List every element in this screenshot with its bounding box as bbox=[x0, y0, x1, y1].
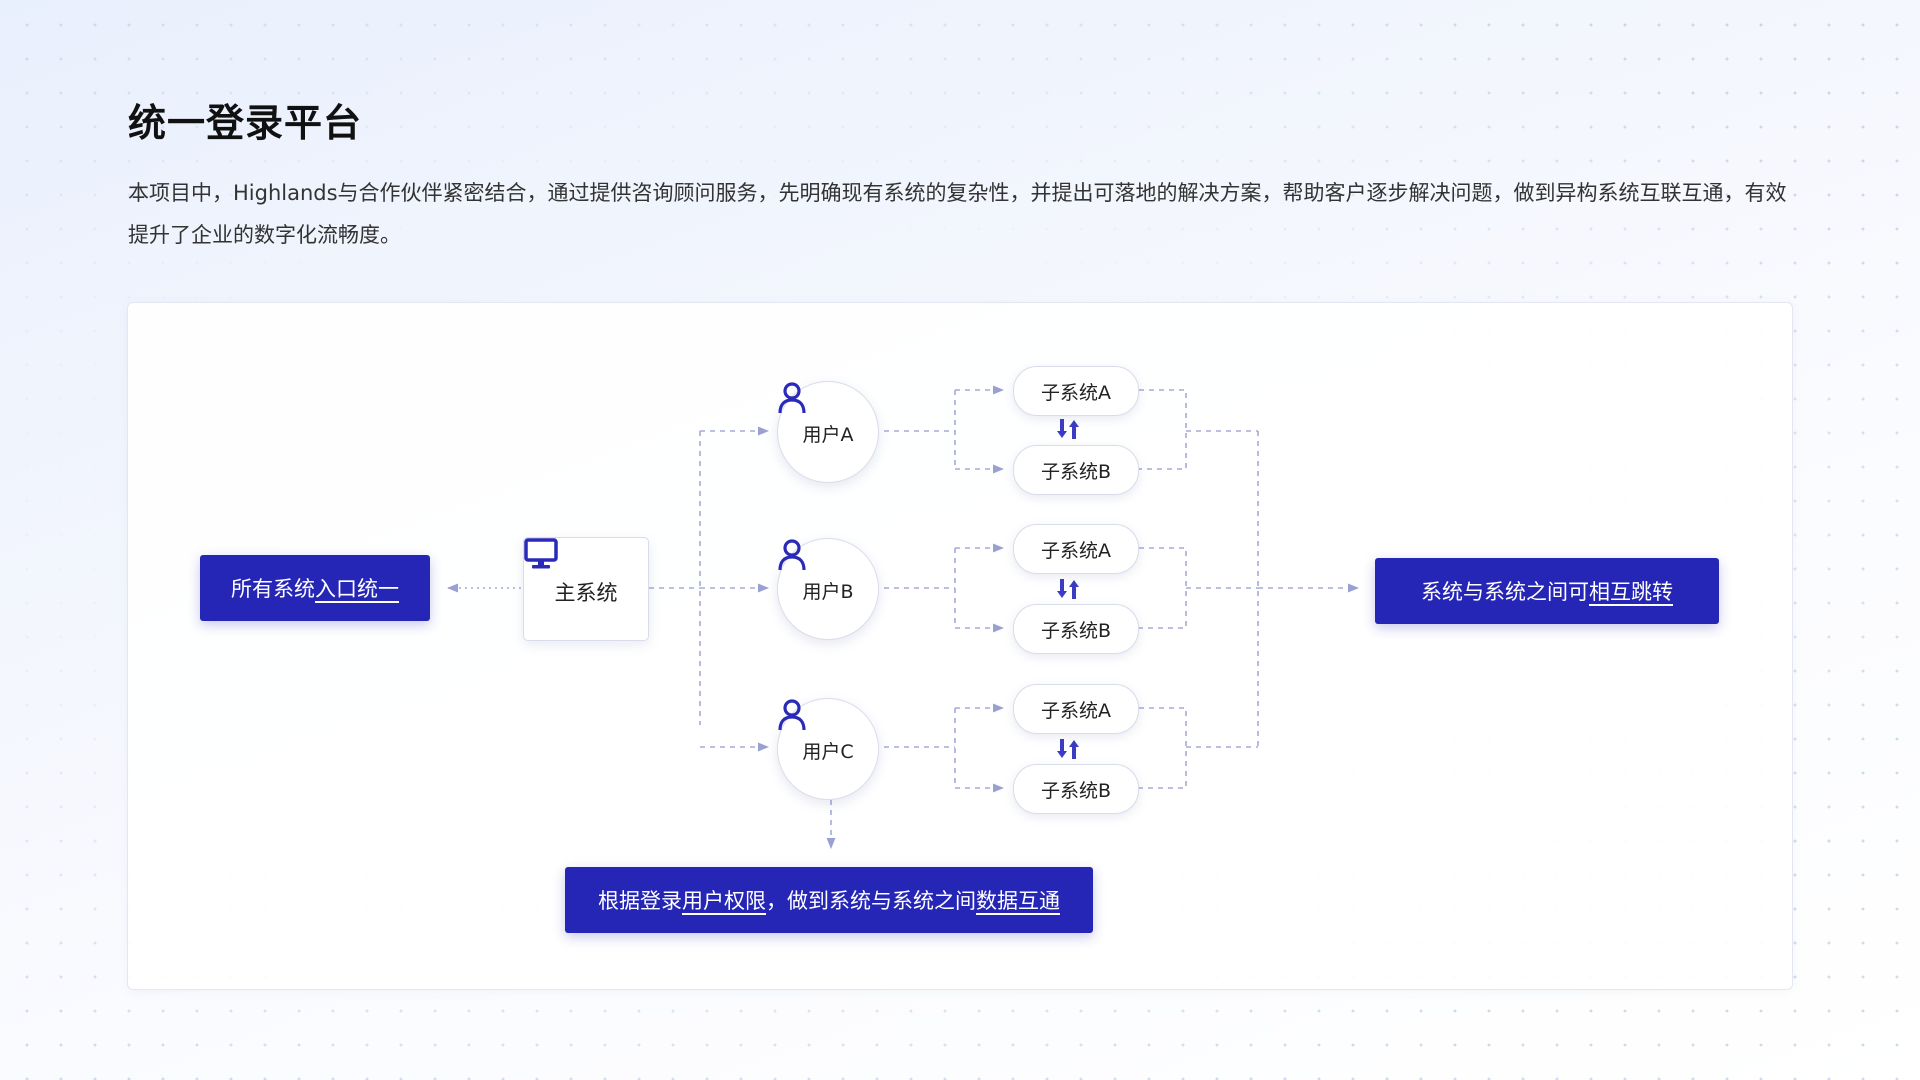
entry-callout-underlined: 入口统一 bbox=[315, 577, 399, 601]
user-c-subsystem-b: 子系统B bbox=[1013, 764, 1139, 814]
entry-unified-callout: 所有系统入口统一 bbox=[200, 555, 430, 621]
monitor-icon bbox=[524, 538, 558, 569]
page-title: 统一登录平台 bbox=[128, 101, 363, 145]
data-exchange-callout: 根据登录用户权限，做到系统与系统之间数据互通 bbox=[565, 867, 1093, 933]
bidirectional-arrows bbox=[1057, 419, 1079, 759]
jump-callout-text: 系统与系统之间可 bbox=[1421, 580, 1589, 604]
intro-paragraph: 本项目中，Highlands与合作伙伴紧密结合，通过提供咨询顾问服务，先明确现有… bbox=[128, 181, 1787, 247]
user-c-label: 用户C bbox=[802, 741, 854, 763]
data-callout-part2: ，做到系统与系统之间 bbox=[766, 889, 976, 913]
user-c-node: 用户C bbox=[777, 698, 879, 800]
data-callout-underlined1: 用户权限 bbox=[682, 889, 766, 913]
user-b-node: 用户B bbox=[777, 538, 879, 640]
user-icon bbox=[778, 539, 806, 571]
user-icon bbox=[778, 699, 806, 731]
user-a-subsystem-b: 子系统B bbox=[1013, 445, 1139, 495]
jump-callout-underlined: 相互跳转 bbox=[1589, 580, 1673, 604]
user-a-subsystem-a: 子系统A bbox=[1013, 366, 1139, 416]
user-b-label: 用户B bbox=[802, 581, 854, 603]
diagram-panel: 所有系统入口统一 主系统 用户A 用户B 用户C 子系统A bbox=[127, 302, 1793, 990]
user-c-subsystem-a: 子系统A bbox=[1013, 684, 1139, 734]
main-system-node: 主系统 bbox=[523, 537, 649, 641]
user-a-node: 用户A bbox=[777, 381, 879, 483]
user-icon bbox=[778, 382, 806, 414]
entry-callout-text: 所有系统 bbox=[231, 577, 315, 601]
mutual-jump-callout: 系统与系统之间可相互跳转 bbox=[1375, 558, 1719, 624]
connector-lines bbox=[446, 385, 1360, 850]
data-callout-underlined2: 数据互通 bbox=[976, 889, 1060, 913]
main-system-label: 主系统 bbox=[554, 581, 618, 605]
user-b-subsystem-b: 子系统B bbox=[1013, 604, 1139, 654]
data-callout-part1: 根据登录 bbox=[598, 889, 682, 913]
user-b-subsystem-a: 子系统A bbox=[1013, 524, 1139, 574]
user-a-label: 用户A bbox=[802, 424, 854, 446]
